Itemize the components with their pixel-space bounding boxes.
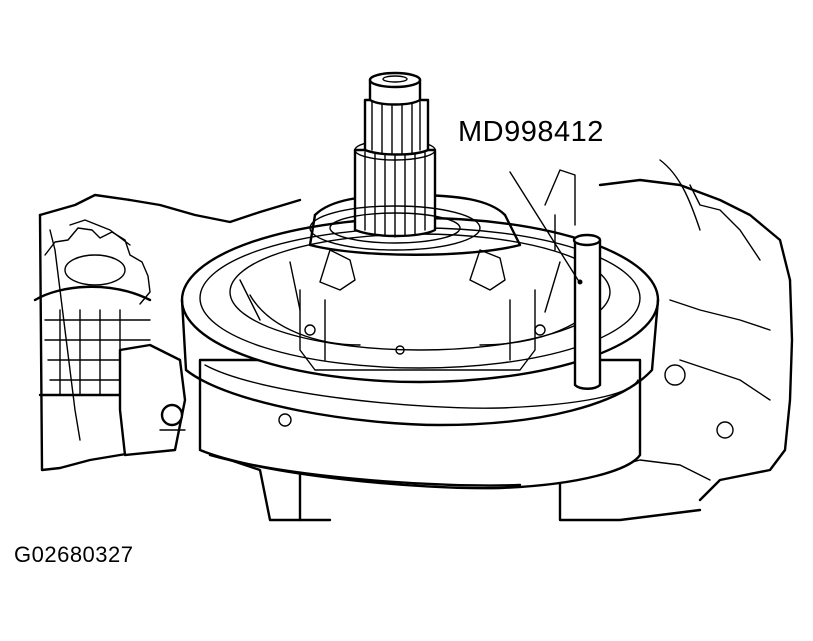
special-tool-guide-pin: [544, 169, 602, 390]
callout-leader-line: [509, 171, 579, 281]
oil-pump-assembly: [180, 193, 660, 490]
figure-id: G02680327: [14, 542, 134, 567]
gear-left: [33, 227, 152, 397]
tool-callout-label: MD998412: [458, 116, 604, 148]
input-shaft: [309, 71, 481, 251]
mounting-bracket: [118, 343, 187, 457]
